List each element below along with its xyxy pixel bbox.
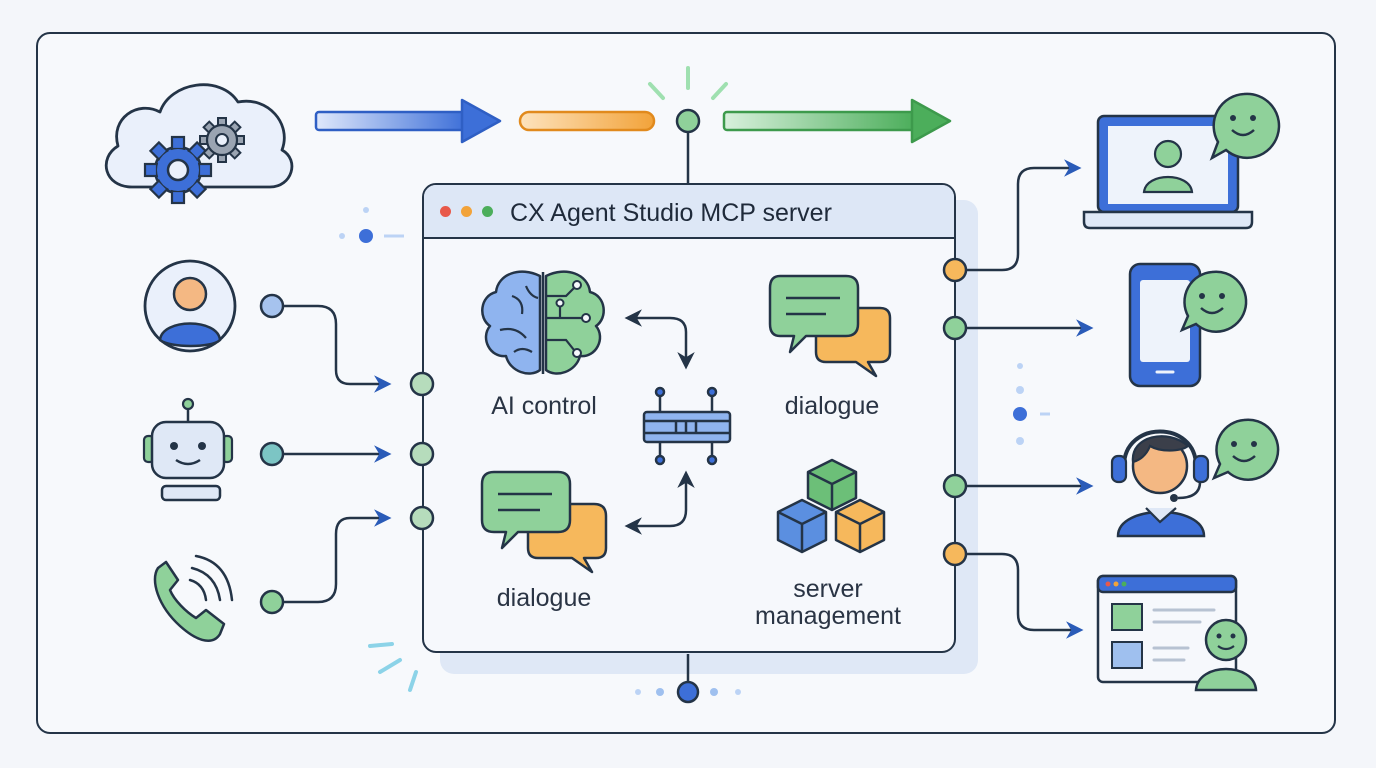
user-avatar-icon — [143, 259, 237, 353]
server-titlebar: CX Agent Studio MCP server — [424, 185, 954, 239]
spark-icon — [648, 66, 728, 100]
laptop-video-chat-icon — [1082, 92, 1281, 230]
brain-circuit-icon — [481, 270, 605, 375]
minimize-dot-icon — [461, 206, 472, 217]
module-label-dialogue: dialogue — [496, 584, 592, 612]
cubes-icon — [776, 458, 886, 554]
chat-bubbles-icon — [480, 470, 608, 574]
input-nodes — [259, 293, 435, 615]
input-connectors — [272, 304, 392, 604]
smartphone-chat-icon — [1128, 262, 1248, 388]
spark-icon — [368, 642, 418, 692]
module-label-dialogue: dialogue — [784, 392, 880, 420]
web-dashboard-agent-icon — [1096, 574, 1258, 692]
top-data-flow — [314, 66, 952, 184]
maximize-dot-icon — [482, 206, 493, 217]
bus-connector-icon — [642, 386, 732, 466]
support-agent-headset-icon — [1110, 418, 1280, 538]
module-arrows — [624, 309, 695, 535]
output-nodes — [942, 257, 968, 567]
chat-bubbles-icon — [768, 274, 892, 378]
output-connectors — [966, 159, 1094, 639]
server-title: CX Agent Studio MCP server — [510, 199, 832, 227]
module-label-server-management: server management — [755, 575, 901, 630]
robot-icon — [142, 397, 234, 502]
close-dot-icon — [440, 206, 451, 217]
bottom-connector — [676, 654, 700, 704]
decorative-dots — [339, 207, 1050, 696]
cloud-gears-icon — [104, 83, 294, 205]
phone-call-icon — [153, 554, 234, 642]
module-label-ai-control: AI control — [491, 392, 597, 420]
